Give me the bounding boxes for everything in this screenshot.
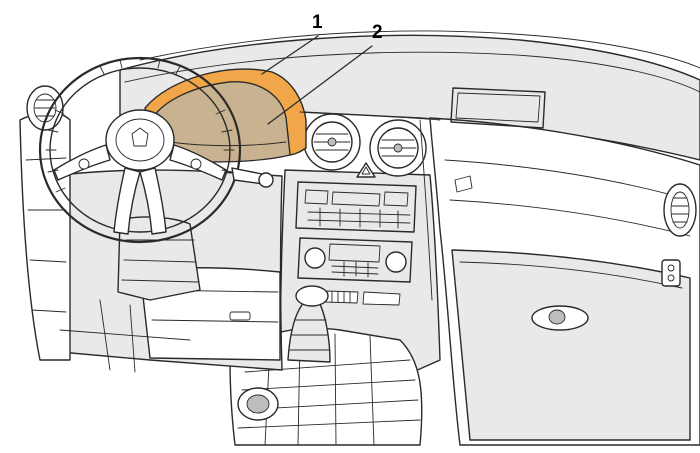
steering-wheel[interactable] [38,56,242,244]
center-air-vent-right[interactable] [369,119,427,177]
callout-2: 2 [267,22,383,125]
knee-panel-latch[interactable] [229,311,251,321]
glovebox [451,249,691,441]
horn-emblem [131,127,149,147]
dashboard-top-edge [139,30,700,69]
center-air-vent-left[interactable] [303,113,361,171]
climate-control-panel[interactable] [297,237,413,283]
callout-1: 1 [261,12,323,75]
driver-side-panel [19,111,71,361]
passenger-panel-badge [454,175,473,193]
glovebox-handle[interactable] [531,305,589,331]
callout-1-label: 1 [312,12,323,33]
gear-shifter[interactable] [287,285,331,363]
console-cupholder[interactable] [237,387,279,421]
center-upper-display [450,87,546,129]
passenger-air-vent[interactable] [663,183,697,237]
column-shroud [117,216,201,301]
callout-2-label: 2 [372,22,383,43]
radio-unit[interactable] [295,181,417,233]
passenger-switch[interactable] [661,259,681,287]
hazard-button[interactable] [356,162,376,178]
